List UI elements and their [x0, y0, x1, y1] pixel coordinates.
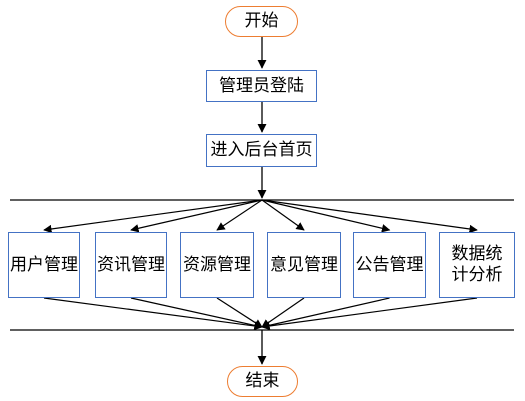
login-node: 管理员登陆 [206, 70, 317, 102]
module-node-4: 意见管理 [267, 232, 341, 298]
arrow-branch-to-module-2 [130, 199, 263, 233]
arrow-module-5-to-merge [261, 297, 390, 330]
end-node: 结束 [227, 366, 298, 397]
arrow-branch-to-module-1 [43, 199, 263, 234]
arrow-branch-to-module-5 [261, 199, 391, 233]
module-node-2: 资讯管理 [95, 232, 167, 298]
module-node-6: 数据统计分析 [439, 232, 515, 298]
arrow-module-6-to-merge [261, 297, 478, 331]
arrow-branch-to-module-4 [261, 199, 305, 231]
arrow-module-3-to-merge [216, 297, 263, 328]
arrow-module-2-to-merge [130, 297, 263, 330]
start-node: 开始 [225, 6, 298, 37]
arrow-module-1-to-merge [43, 297, 263, 331]
home-node: 进入后台首页 [206, 134, 317, 167]
arrow-branch-to-module-3 [216, 199, 263, 231]
arrow-branch-to-module-6 [261, 199, 478, 234]
module-node-3: 资源管理 [180, 232, 254, 298]
module-node-1: 用户管理 [8, 232, 80, 298]
module-node-5: 公告管理 [353, 232, 426, 298]
